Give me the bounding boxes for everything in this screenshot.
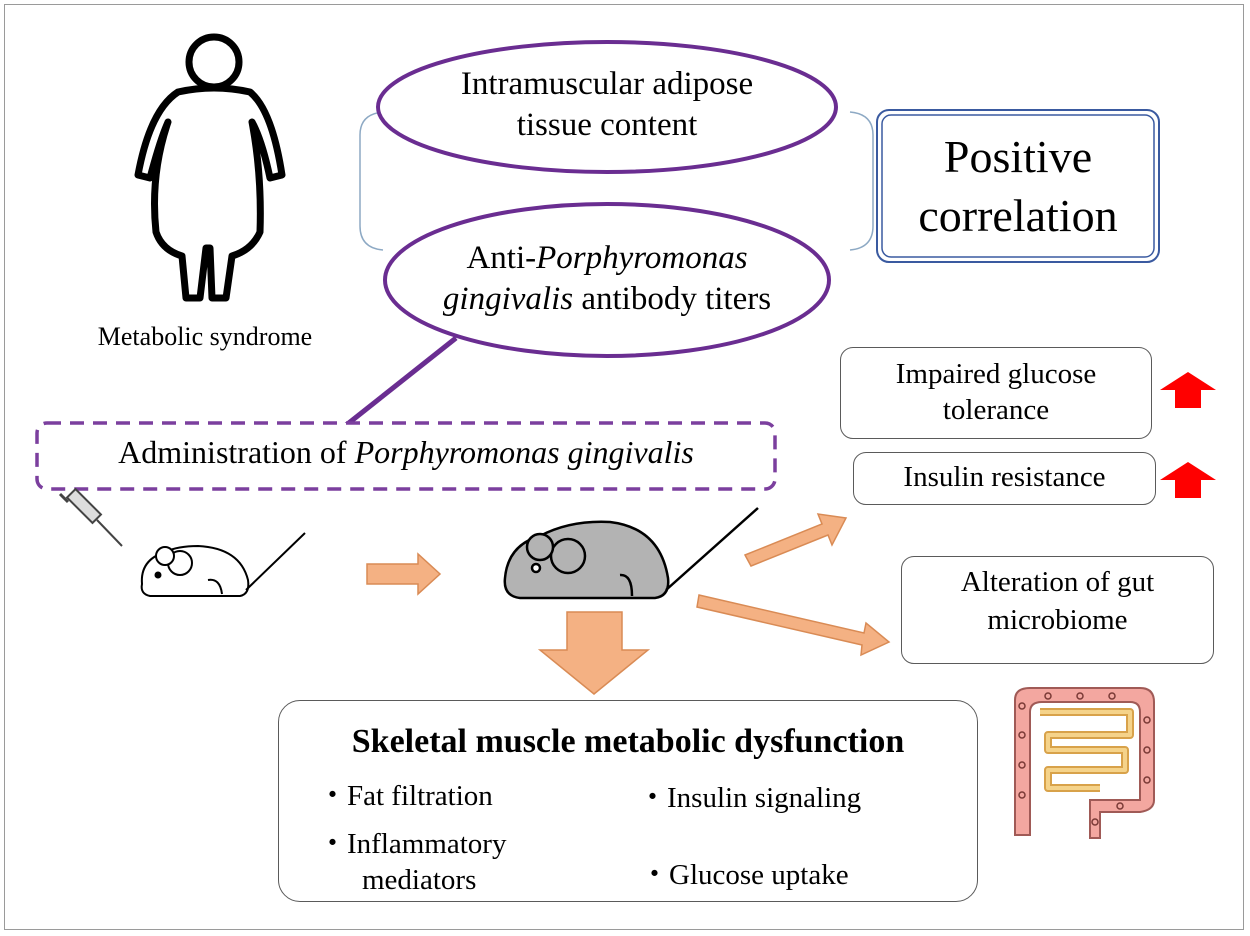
anti-species: gingivalis [442,281,574,318]
correlation-bracket-right [849,111,874,251]
positive-line2: correlation [918,189,1118,241]
imat-ellipse [376,40,838,174]
positive-correlation-label: Positive correlation [884,128,1152,246]
gut-line2: microbiome [987,603,1128,636]
intestine-icon [1014,687,1155,839]
anti-prefix: Anti- [466,240,537,276]
syringe-icon [58,487,123,547]
impaired-line2: tolerance [942,394,1050,427]
white-mouse-icon [140,532,306,597]
impaired-glucose-label: Impaired glucose tolerance [840,356,1152,429]
antibody-line1: Anti-Porphyromonas [400,238,814,279]
human-silhouette-icon [134,33,286,302]
flow-arrow-down [537,611,651,695]
inflammatory-line2: mediators [362,864,477,897]
inflammatory-line1: ・Inflammatory [318,828,507,860]
anti-suffix: antibody titers [581,281,772,318]
connector-line [343,336,458,428]
correlation-bracket [359,111,384,251]
administration-label: Administration of Porphyromonas gingival… [40,434,772,471]
outer-frame [4,4,1244,930]
flow-arrow-horizontal [366,552,442,596]
administration-prefix: Administration of [118,434,347,470]
red-up-arrow-impaired [1160,372,1216,408]
gut-microbiome-label: Alteration of gut microbiome [901,564,1214,639]
flow-arrow-downright [696,594,891,657]
glucose-uptake-item: ・Glucose uptake [640,859,849,891]
positive-correlation-box-outer [876,109,1160,263]
administration-species: Porphyromonas gingivalis [354,434,694,470]
insulin-signaling-item: ・Insulin signaling [638,782,862,814]
imat-line1: Intramuscular adipose [460,66,754,102]
gray-mouse-icon [503,507,759,600]
insulin-resistance-label: Insulin resistance [903,461,1106,493]
impaired-line1: Impaired glucose [895,358,1097,390]
insulin-resistance-box [853,452,1156,505]
positive-line1: Positive [943,131,1093,182]
fat-filtration-item: ・Fat filtration [318,780,493,812]
gut-line1: Alteration of gut [960,566,1155,598]
anti-genus: Porphyromonas [536,240,748,276]
metabolic-syndrome-label: Metabolic syndrome [97,322,313,351]
administration-box [35,421,777,491]
skeletal-muscle-title: Skeletal muscle metabolic dysfunction [351,723,905,760]
antibody-ellipse [383,202,831,358]
gut-microbiome-box [901,556,1214,664]
antibody-label: Anti-Porphyromonas gingivalis antibody t… [400,238,814,321]
flow-arrow-upright [743,513,848,567]
impaired-glucose-box [840,347,1152,439]
imat-label: Intramuscular adipose tissue content [400,64,814,147]
antibody-line2: gingivalis antibody titers [400,279,814,320]
inflammatory-item: ・Inflammatory mediators [318,826,506,899]
red-up-arrow-insulin-resistance [1160,462,1216,498]
skeletal-muscle-box [278,700,978,902]
positive-correlation-box-inner [881,114,1155,258]
imat-line2: tissue content [516,107,698,144]
